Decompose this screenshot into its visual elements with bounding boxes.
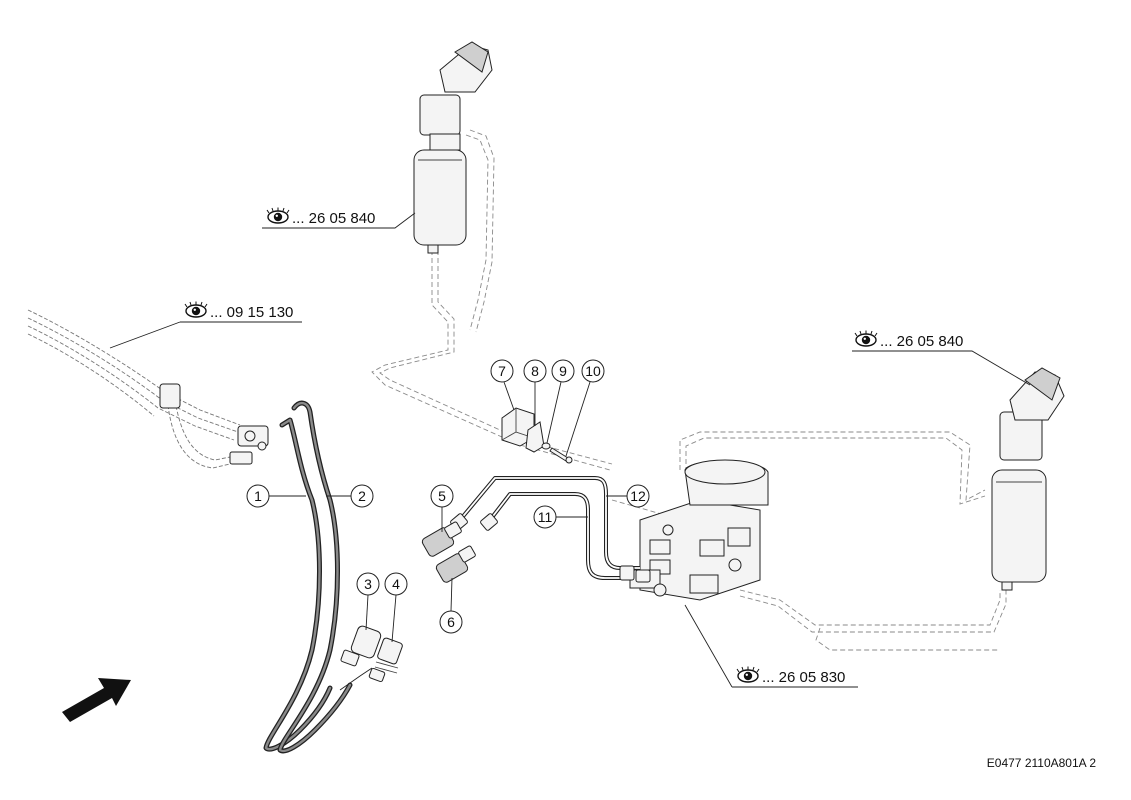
reference-bottom: ... 26 05 830 xyxy=(684,604,858,688)
pipe-12 xyxy=(458,476,640,570)
eye-icon xyxy=(266,206,290,224)
callout-10: 10 xyxy=(565,359,605,457)
svg-text:4: 4 xyxy=(392,576,400,592)
svg-text:11: 11 xyxy=(538,509,553,525)
pipe-11 xyxy=(488,492,625,580)
callout-2: 2 xyxy=(326,484,374,508)
drawing-code: E0477 2110A801A 2 xyxy=(987,756,1097,770)
eye-icon xyxy=(854,329,878,347)
callout-3: 3 xyxy=(356,572,380,631)
hose-1 xyxy=(263,417,333,752)
callout-11: 11 xyxy=(533,505,588,529)
svg-text:6: 6 xyxy=(447,614,455,630)
reference-top-label: ... 26 05 840 xyxy=(292,210,375,227)
callout-7: 7 xyxy=(490,359,515,411)
reference-left: ... 09 15 130 xyxy=(109,300,302,349)
svg-text:9: 9 xyxy=(559,363,567,379)
reference-bottom-label: ... 26 05 830 xyxy=(762,669,845,686)
svg-text:5: 5 xyxy=(438,488,446,504)
coupling-5 xyxy=(421,521,462,557)
svg-text:2: 2 xyxy=(358,488,366,504)
coupling-4 xyxy=(368,637,403,683)
callout-6: 6 xyxy=(439,577,463,634)
svg-text:7: 7 xyxy=(498,363,506,379)
accumulator-right xyxy=(991,367,1065,591)
pipe-fittings xyxy=(450,513,651,583)
bolt-10 xyxy=(549,447,573,464)
coupling-6 xyxy=(435,545,476,583)
callout-4: 4 xyxy=(384,572,408,643)
callout-9: 9 xyxy=(546,359,575,444)
svg-text:3: 3 xyxy=(364,576,372,592)
callout-12: 12 xyxy=(606,484,650,508)
callout-1: 1 xyxy=(246,484,306,508)
valve-manifold xyxy=(629,459,769,601)
reference-top: ... 26 05 840 xyxy=(262,206,416,229)
callout-8: 8 xyxy=(523,359,547,426)
eye-icon xyxy=(736,665,760,683)
reference-left-label: ... 09 15 130 xyxy=(210,304,293,321)
arrow-icon xyxy=(62,678,131,722)
svg-text:12: 12 xyxy=(630,488,646,504)
svg-text:8: 8 xyxy=(531,363,539,379)
reference-right-label: ... 26 05 840 xyxy=(880,333,963,350)
callout-5: 5 xyxy=(430,484,454,532)
coupling-3 xyxy=(340,625,382,667)
hose-2 xyxy=(277,400,353,754)
svg-text:10: 10 xyxy=(585,363,601,379)
bracket-8 xyxy=(525,421,545,453)
reference-right: ... 26 05 840 xyxy=(852,329,1031,386)
eye-icon xyxy=(184,300,208,318)
left-coupling xyxy=(159,383,269,465)
svg-text:1: 1 xyxy=(254,488,262,504)
accumulator-top xyxy=(413,41,493,254)
washer-9 xyxy=(541,442,551,450)
